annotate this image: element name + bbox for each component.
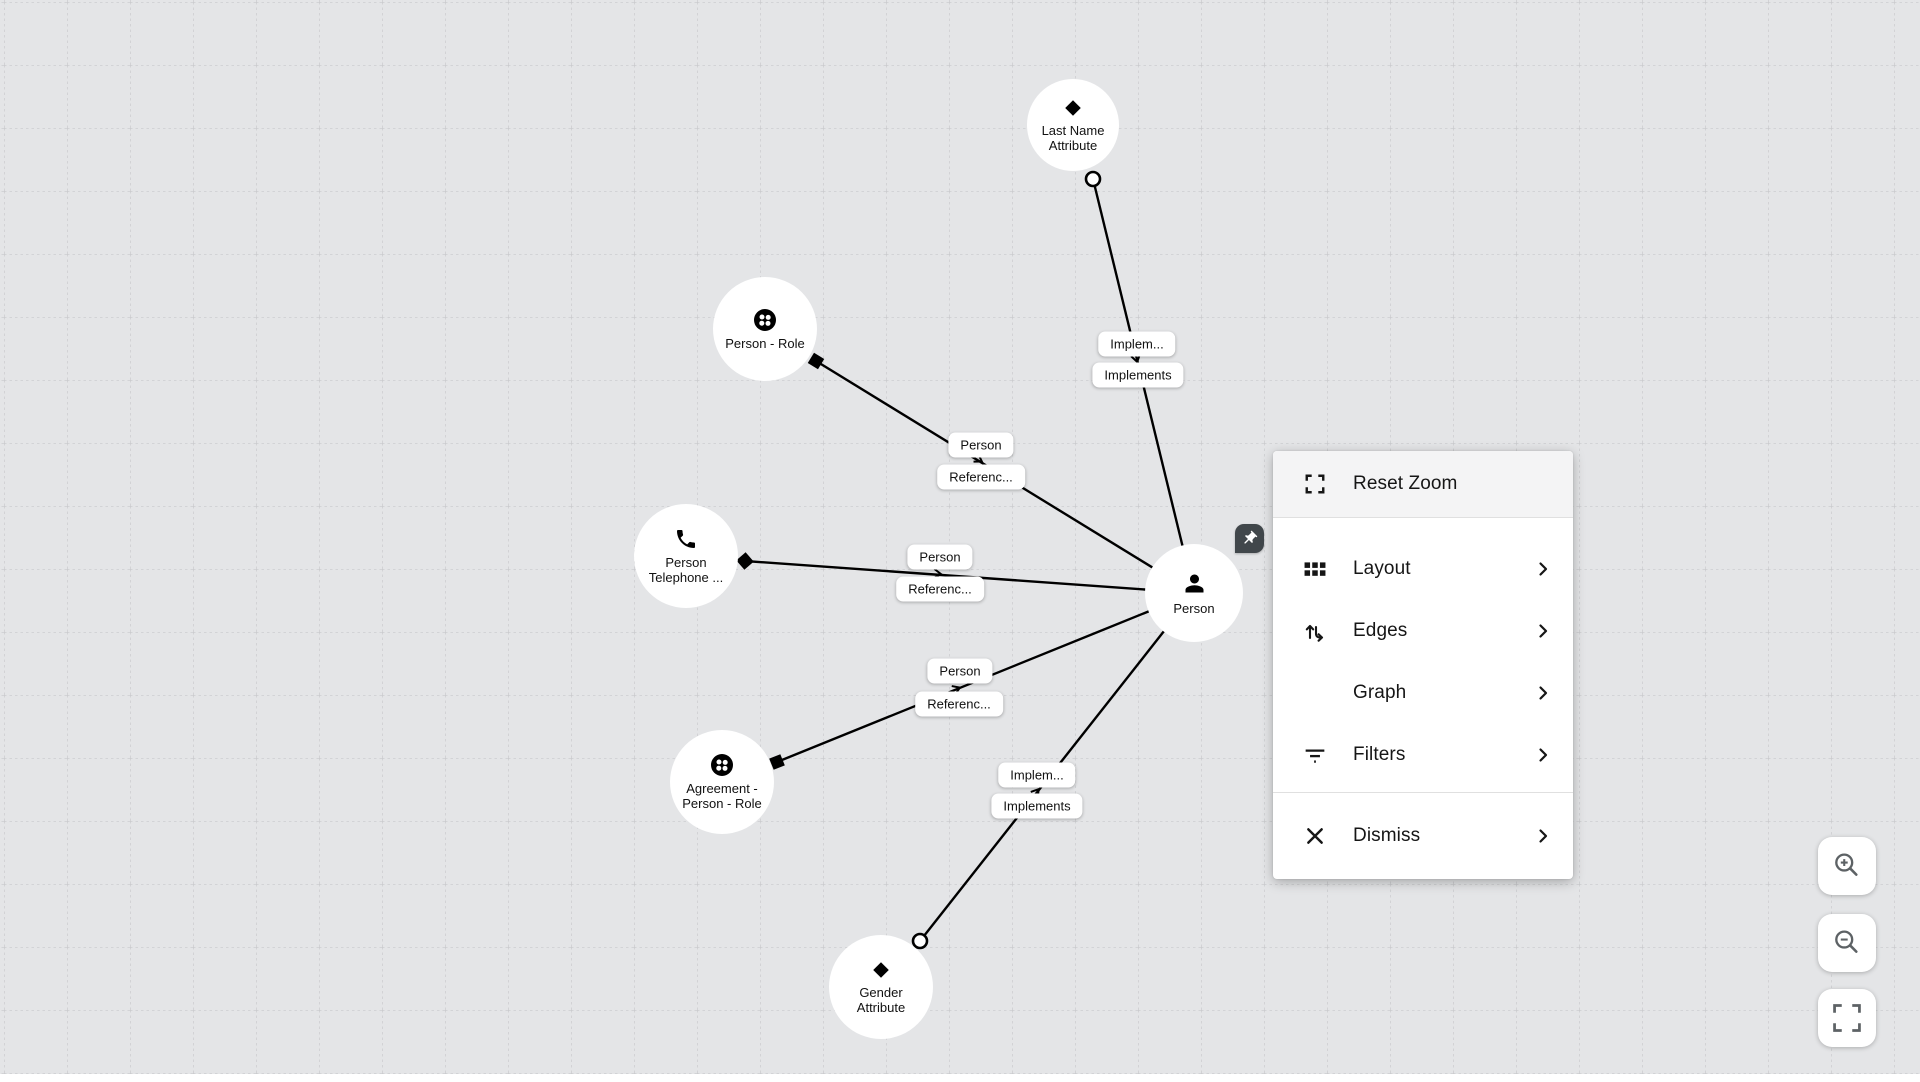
cluster-icon [710,753,734,777]
node-person-telephone[interactable]: Person Telephone ... [634,504,738,608]
zoom-in-button[interactable] [1818,837,1876,895]
phone-icon [674,527,698,551]
menu-item-layout[interactable]: Layout [1273,538,1573,600]
diamond-icon [870,959,892,981]
node-person-role[interactable]: Person - Role [713,277,817,381]
edge-label-person[interactable]: Person [927,658,993,684]
menu-item-filters[interactable]: Filters [1273,724,1573,786]
node-label: Person - Role [725,335,805,351]
fullscreen-button[interactable] [1818,989,1876,1047]
diamond-icon [1062,97,1084,119]
zoom-out-button[interactable] [1818,914,1876,972]
menu-divider [1273,792,1573,793]
edge-label-reference[interactable]: Referenc... [896,576,984,602]
fullscreen-icon [1828,999,1866,1037]
menu-item-label: Edges [1353,620,1408,641]
chevron-right-icon [1533,683,1553,703]
chevron-right-icon [1533,621,1553,641]
menu-item-label: Filters [1353,744,1406,765]
menu-item-label: Graph [1353,682,1407,703]
layout-grid-icon [1303,557,1327,581]
edge-label-implements[interactable]: Implements [991,793,1083,819]
node-label: Gender Attribute [856,985,906,1015]
cluster-icon [753,308,777,332]
node-label: Last Name Attribute [1041,123,1105,153]
chevron-right-icon [1533,745,1553,765]
menu-item-dismiss[interactable]: Dismiss [1273,805,1573,867]
menu-item-label: Reset Zoom [1353,473,1458,494]
filter-icon [1303,743,1327,767]
edges-arrows-icon [1303,619,1327,643]
node-label: Person [1173,601,1215,616]
edge-label-implements-short[interactable]: Implem... [1098,331,1176,357]
menu-item-graph[interactable]: Graph [1273,662,1573,724]
zoom-out-icon [1827,923,1867,963]
node-person[interactable]: Person [1145,544,1243,642]
close-icon [1303,824,1327,848]
menu-item-reset-zoom[interactable]: Reset Zoom [1273,451,1573,517]
zoom-in-icon [1827,846,1867,886]
reset-zoom-icon [1303,472,1327,496]
edge-label-reference[interactable]: Referenc... [915,691,1003,717]
edge-label-reference[interactable]: Referenc... [937,464,1025,490]
edge-label-implements[interactable]: Implements [1092,362,1184,388]
node-label: Agreement - Person - Role [682,781,762,811]
empty-icon-slot [1303,681,1327,705]
edge-label-person[interactable]: Person [907,544,973,570]
menu-item-label: Layout [1353,558,1411,579]
node-label: Person Telephone ... [648,555,724,585]
node-gender-attribute[interactable]: Gender Attribute [829,935,933,1039]
pin-badge[interactable] [1235,524,1264,553]
pushpin-icon [1241,530,1258,547]
edge-label-implements-short[interactable]: Implem... [998,762,1076,788]
edge-label-person[interactable]: Person [948,432,1014,458]
edge-end-markers [736,170,1102,950]
bottom-strip [0,1074,1920,1082]
menu-item-label: Dismiss [1353,825,1421,846]
node-agreement-person-role[interactable]: Agreement - Person - Role [670,730,774,834]
menu-divider [1273,517,1573,518]
person-icon [1181,570,1208,597]
node-last-name-attribute[interactable]: Last Name Attribute [1027,79,1119,171]
chevron-right-icon [1533,559,1553,579]
menu-item-edges[interactable]: Edges [1273,600,1573,662]
chevron-right-icon [1533,826,1553,846]
context-menu: Reset Zoom Layout Edges Graph [1273,451,1573,879]
